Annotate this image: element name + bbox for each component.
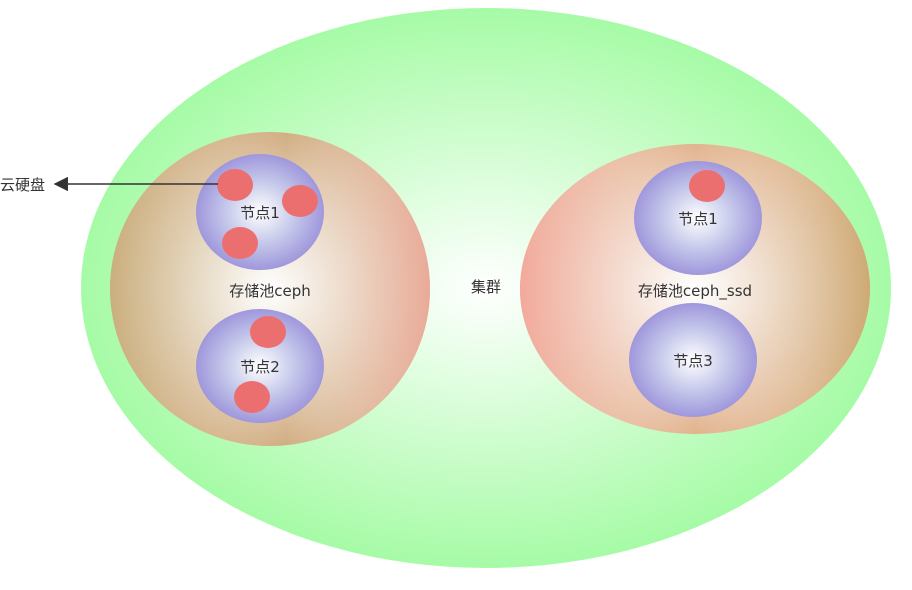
node-1-in-ceph-ssd: 节点1 (634, 161, 762, 275)
node-1-in-ceph: 节点1 (196, 154, 324, 270)
disk-dot (222, 227, 258, 259)
cluster-label: 集群 (471, 278, 501, 296)
pool-ceph: 存储池ceph 节点1 节点2 (110, 132, 430, 446)
node-label: 节点2 (240, 358, 280, 376)
pool-ceph-ssd-label: 存储池ceph_ssd (638, 282, 752, 301)
node-label: 节点1 (240, 204, 280, 222)
disk-dot (217, 169, 253, 201)
disk-dot (282, 185, 318, 217)
disk-dot (250, 316, 286, 348)
node-label: 节点3 (673, 352, 713, 370)
disk-dot (234, 381, 270, 413)
node-2-in-ceph: 节点2 (196, 309, 324, 423)
disk-dot (689, 170, 725, 202)
node-3-in-ceph-ssd: 节点3 (629, 303, 757, 417)
node-label: 节点1 (678, 210, 718, 228)
cloud-disk-label: 云硬盘 (0, 176, 45, 194)
pool-ceph-ssd: 存储池ceph_ssd 节点1 节点3 (520, 144, 870, 434)
pool-ceph-label: 存储池ceph (229, 282, 311, 300)
